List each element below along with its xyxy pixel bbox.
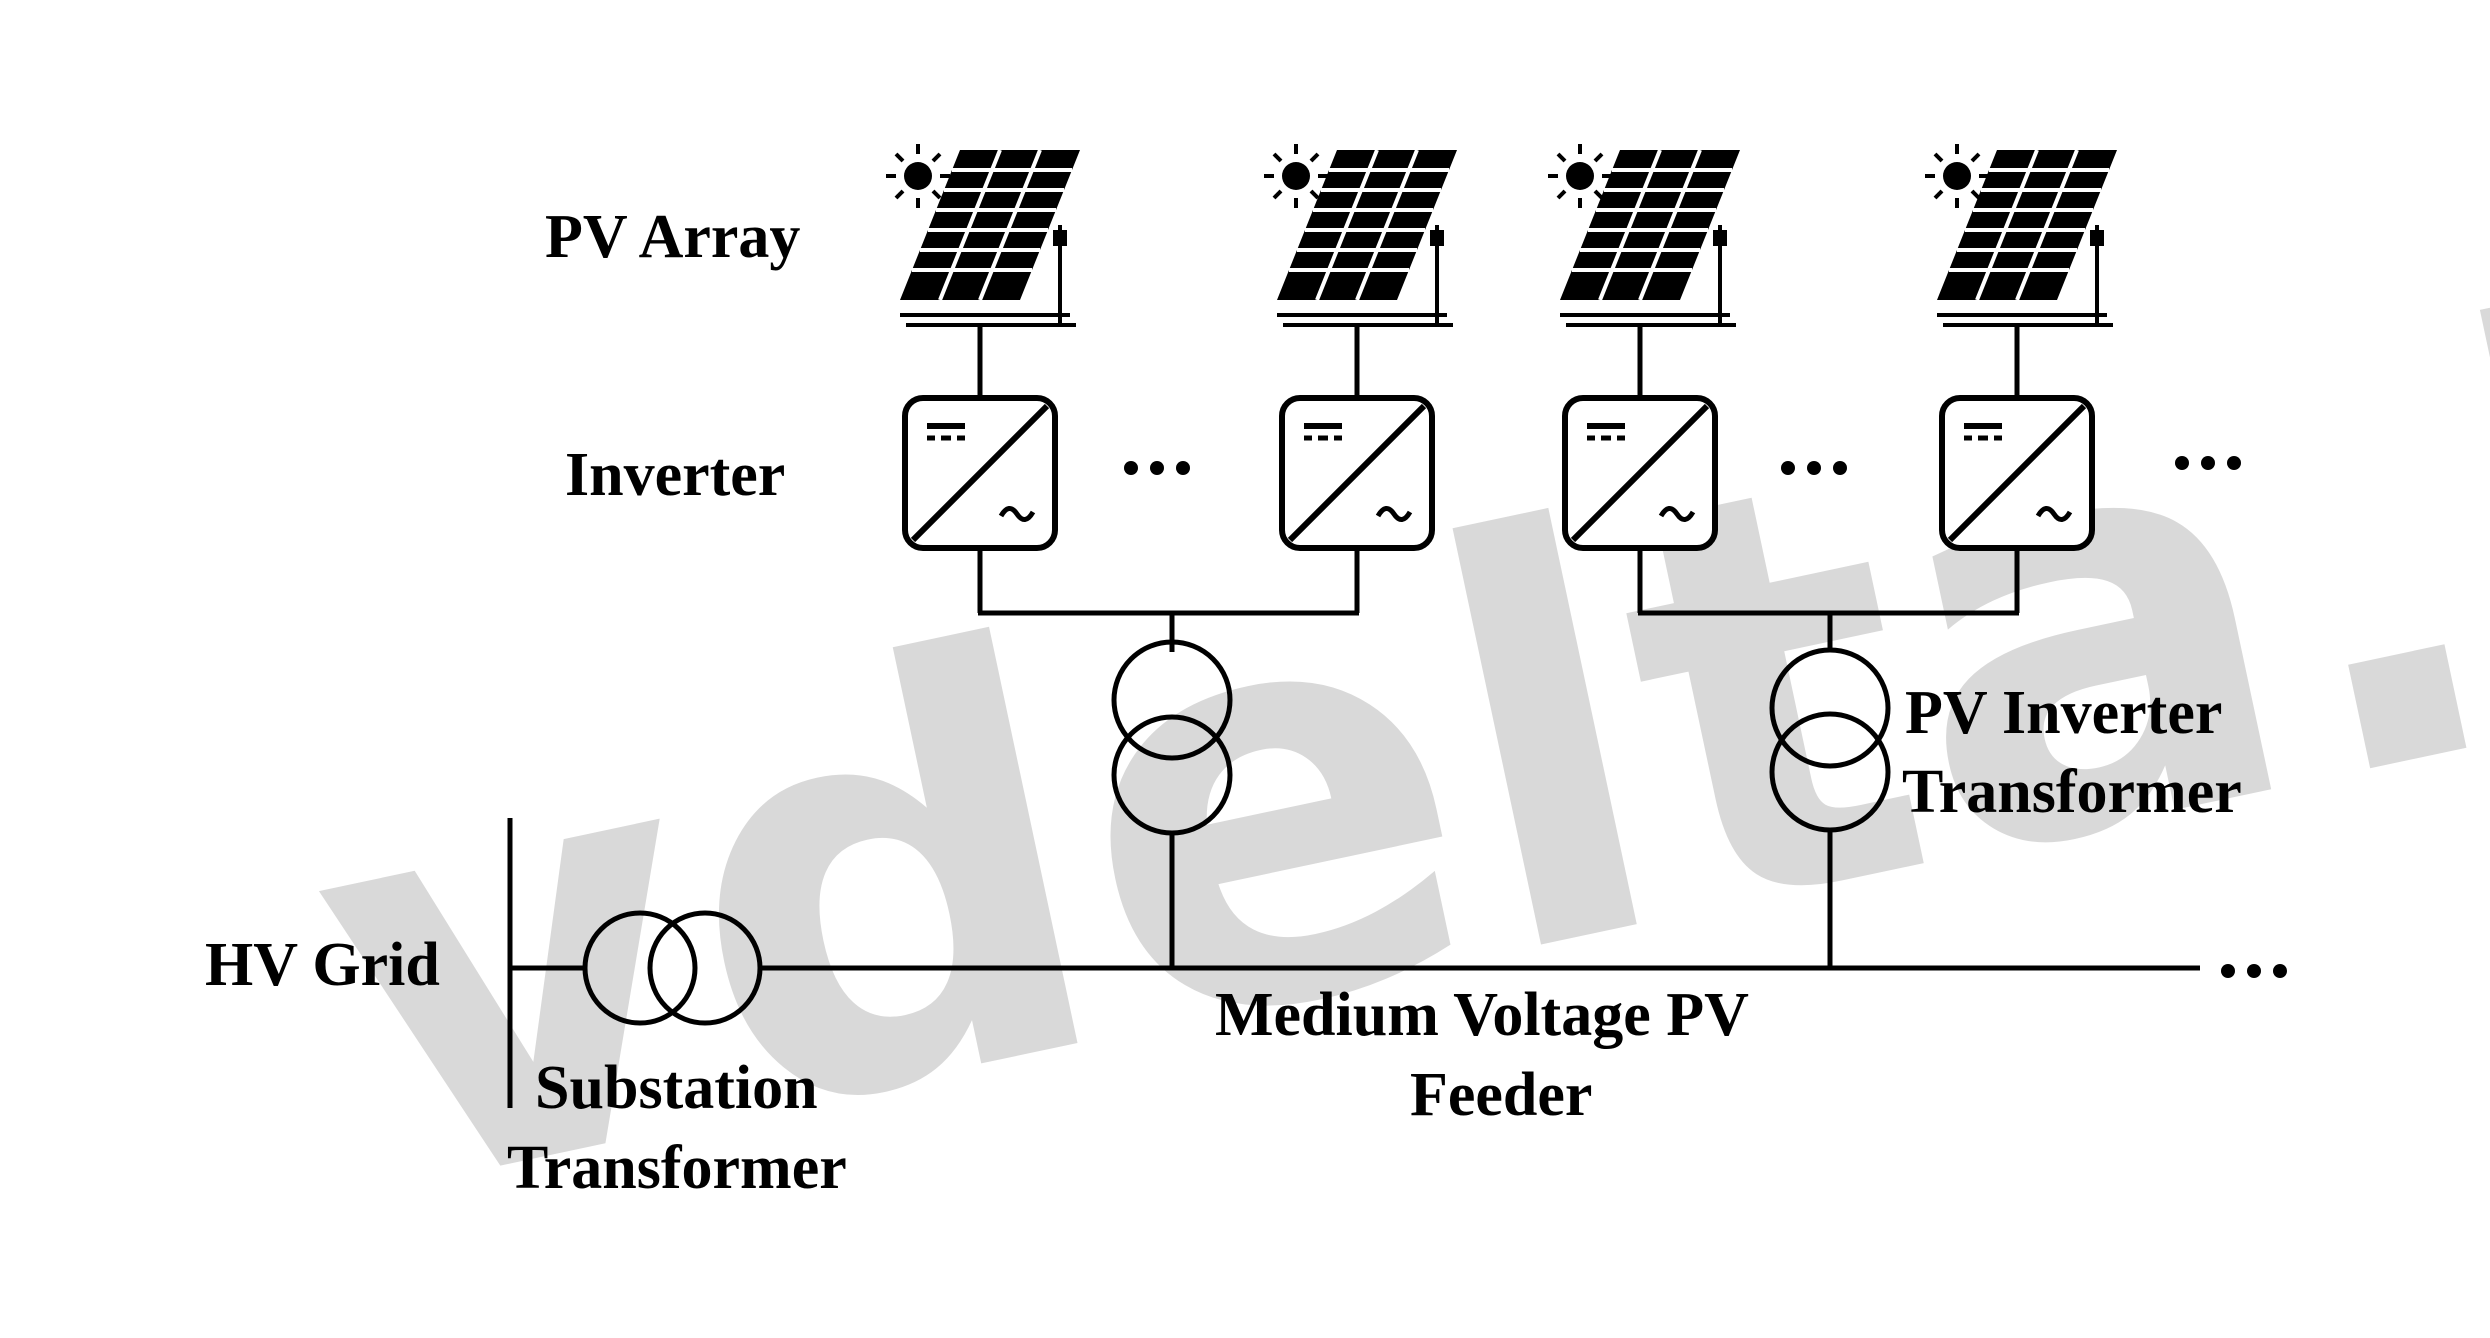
- hv-grid-label: HV Grid: [205, 931, 440, 999]
- pv-inverter-transformer-label-2: Transformer: [1902, 758, 2242, 826]
- inverter-icon: [1565, 398, 1715, 548]
- ellipsis-icon: [1781, 461, 1847, 475]
- inverter-icon: [1942, 398, 2092, 548]
- pv-inverter-transformer-label: PV Inverter: [1905, 679, 2222, 747]
- inverter-label: Inverter: [565, 441, 785, 509]
- inverter-icon: [1282, 398, 1432, 548]
- ellipsis-icon: [1124, 461, 1190, 475]
- substation-transformer-label: Substation: [535, 1054, 818, 1122]
- ellipsis-icon: [2221, 964, 2287, 978]
- feeder-label: Medium Voltage PV: [1215, 981, 1749, 1049]
- substation-transformer-label-2: Transformer: [507, 1134, 847, 1202]
- pv-array-label: PV Array: [545, 203, 800, 271]
- feeder-label-2: Feeder: [1410, 1061, 1592, 1129]
- inverter-icon: [905, 398, 1055, 548]
- ellipsis-icon: [2175, 456, 2241, 470]
- sun-icon: [884, 142, 952, 210]
